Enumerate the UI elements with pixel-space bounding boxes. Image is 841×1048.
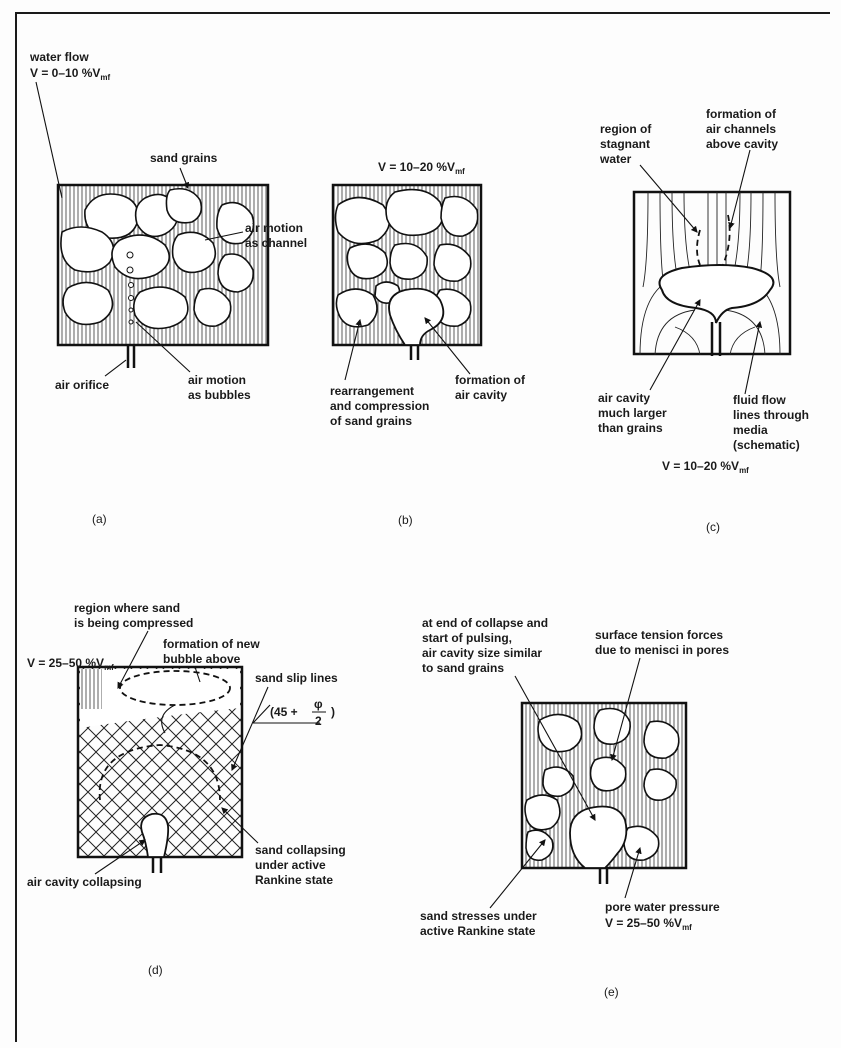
label-stagnant-3: water bbox=[599, 152, 632, 166]
label-stagnant-2: stagnant bbox=[600, 137, 650, 151]
label-angle-right: ) bbox=[331, 705, 335, 719]
label-angle-num: φ bbox=[314, 697, 323, 711]
label-tension-1: surface tension forces bbox=[595, 628, 723, 642]
label-end-2: start of pulsing, bbox=[422, 631, 512, 645]
label-b-velocity: V = 10–20 %Vmf bbox=[378, 160, 465, 176]
label-channels-2: air channels bbox=[706, 122, 776, 136]
label-c-cavity-3: than grains bbox=[598, 421, 663, 435]
label-rankine-3: Rankine state bbox=[255, 873, 333, 887]
label-rankine-1: sand collapsing bbox=[255, 843, 346, 857]
label-collapsing: air cavity collapsing bbox=[27, 875, 142, 889]
label-slip: sand slip lines bbox=[255, 671, 338, 685]
label-compressed-2: is being compressed bbox=[74, 616, 193, 630]
label-b-cavity-1: formation of bbox=[455, 373, 526, 387]
label-end-3: air cavity size similar bbox=[422, 646, 542, 660]
label-c-cavity-1: air cavity bbox=[598, 391, 650, 405]
panel-b-orifice bbox=[411, 345, 418, 360]
label-d-velocity: V = 25–50 %Vmf bbox=[27, 656, 114, 672]
panel-d: region where sand is being compressed fo… bbox=[27, 601, 346, 977]
label-b-cavity-2: air cavity bbox=[455, 388, 507, 402]
caption-e: (e) bbox=[604, 985, 619, 999]
label-stress-1: sand stresses under bbox=[420, 909, 537, 923]
label-sand-grains: sand grains bbox=[150, 151, 218, 165]
caption-d: (d) bbox=[148, 963, 163, 977]
panel-c-stagnant-region bbox=[697, 230, 700, 265]
label-rankine-2: under active bbox=[255, 858, 326, 872]
panel-e: at end of collapse and start of pulsing,… bbox=[420, 616, 729, 999]
label-stagnant-1: region of bbox=[600, 122, 652, 136]
panel-d-orifice bbox=[153, 857, 161, 873]
panel-a: water flow V = 0–10 %Vmf sand grains air… bbox=[29, 50, 307, 526]
panel-b: V = 10–20 %Vmf rearrangement and compres… bbox=[330, 160, 526, 527]
panel-e-orifice bbox=[600, 868, 607, 884]
label-end-4: to sand grains bbox=[422, 661, 504, 675]
label-flow-3: media bbox=[733, 423, 768, 437]
label-compressed-1: region where sand bbox=[74, 601, 180, 615]
panel-a-grains bbox=[61, 189, 254, 329]
label-flow-1: fluid flow bbox=[733, 393, 786, 407]
panel-c-orifice bbox=[712, 322, 720, 356]
label-rearrange-3: of sand grains bbox=[330, 414, 412, 428]
panel-c-cavity bbox=[660, 265, 774, 323]
label-bubble-1: formation of new bbox=[163, 637, 260, 651]
label-air-bubbles-2: as bubbles bbox=[188, 388, 251, 402]
label-e-velocity: V = 25–50 %Vmf bbox=[605, 916, 692, 932]
panel-c: region of stagnant water formation of ai… bbox=[598, 107, 809, 534]
label-c-cavity-2: much larger bbox=[598, 406, 667, 420]
label-c-velocity: V = 10–20 %Vmf bbox=[662, 459, 749, 475]
label-stress-2: active Rankine state bbox=[420, 924, 536, 938]
label-end-1: at end of collapse and bbox=[422, 616, 548, 630]
label-a-velocity: V = 0–10 %Vmf bbox=[30, 66, 111, 82]
label-angle-den: 2 bbox=[315, 714, 322, 728]
caption-a: (a) bbox=[92, 512, 107, 526]
label-bubble-2: bubble above bbox=[163, 652, 241, 666]
panel-a-orifice bbox=[128, 345, 134, 368]
label-water-flow: water flow bbox=[29, 50, 89, 64]
label-pore-1: pore water pressure bbox=[605, 900, 720, 914]
label-flow-4: (schematic) bbox=[733, 438, 800, 452]
caption-c: (c) bbox=[706, 520, 720, 534]
label-angle-left: (45 + bbox=[270, 705, 298, 719]
label-air-channel-2: as channel bbox=[245, 236, 307, 250]
label-channels-3: above cavity bbox=[706, 137, 778, 151]
label-air-channel-1: air motion bbox=[245, 221, 303, 235]
label-flow-2: lines through bbox=[733, 408, 809, 422]
label-rearrange-1: rearrangement bbox=[330, 384, 414, 398]
caption-b: (b) bbox=[398, 513, 413, 527]
label-tension-2: due to menisci in pores bbox=[595, 643, 729, 657]
label-air-orifice: air orifice bbox=[55, 378, 109, 392]
label-air-bubbles-1: air motion bbox=[188, 373, 246, 387]
panel-d-hatched-corner bbox=[80, 669, 102, 709]
label-rearrange-2: and compression bbox=[330, 399, 429, 413]
label-channels-1: formation of bbox=[706, 107, 777, 121]
